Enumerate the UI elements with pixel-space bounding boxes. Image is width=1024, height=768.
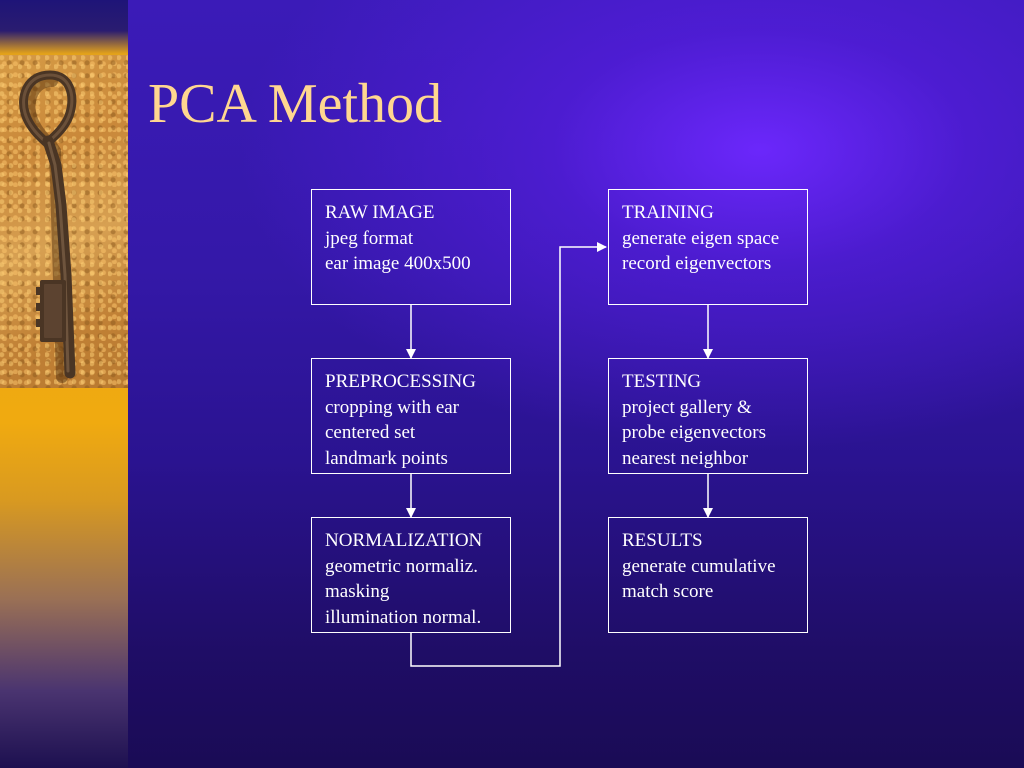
box-line: probe eigenvectors [622,422,767,443]
box-line: illumination normal. [325,606,482,628]
box-heading: RAW IMAGE [325,202,435,223]
key-icon [19,70,77,383]
box-line: generate eigen space [622,227,780,249]
box-line: nearest neighbor [622,447,749,469]
box-heading: TRAINING [622,202,714,223]
box-line: jpeg format [325,227,414,249]
normalization-box: NORMALIZATION geometric normaliz. maskin… [311,517,511,633]
training-box: TRAINING generate eigen space record eig… [608,189,808,305]
box-line: landmark points [325,447,448,469]
box-line: cropping with ear [325,396,460,418]
box-line: generate cumulative [622,555,776,577]
key-picture [0,55,128,388]
box-line: geometric normaliz. [325,555,478,577]
arrow-normalization-to-training [410,242,607,667]
box-line: centered set [325,422,416,443]
box-line: match score [622,581,714,602]
box-heading: RESULTS [622,530,703,551]
box-heading: NORMALIZATION [325,530,483,551]
slide-title: PCA Method [148,73,443,135]
box-line: project gallery & [622,396,752,418]
box-heading: TESTING [622,371,702,392]
box-line: ear image 400x500 [325,253,471,274]
testing-box: TESTING project gallery & probe eigenvec… [608,358,808,474]
results-box: RESULTS generate cumulative match score [608,517,808,633]
raw-image-box: RAW IMAGE jpeg format ear image 400x500 [311,189,511,305]
box-line: masking [325,581,390,602]
preprocessing-box: PREPROCESSING cropping with ear centered… [311,358,511,474]
box-line: record eigenvectors [622,253,772,274]
box-heading: PREPROCESSING [325,371,476,392]
